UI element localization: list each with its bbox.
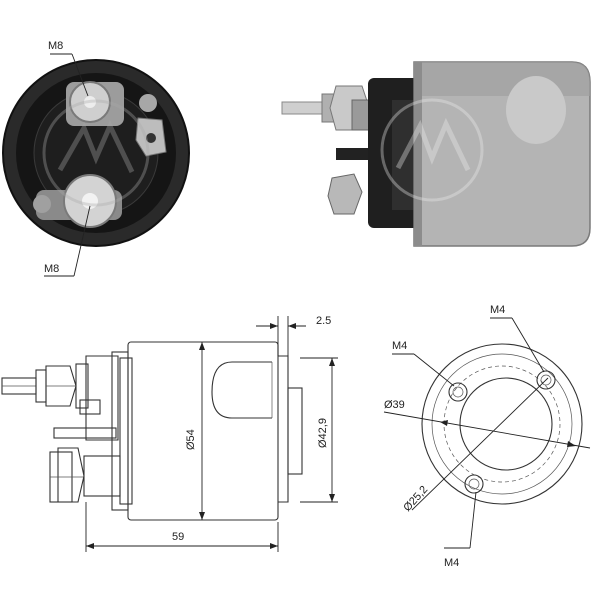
dim-cap-diameter: Ø42,9 xyxy=(317,418,329,448)
label-m4-top-left: M4 xyxy=(392,340,407,352)
photo-side-view xyxy=(281,61,591,247)
label-m4-top-right: M4 xyxy=(490,304,505,316)
watermark-logo-side xyxy=(380,98,484,202)
drawing-side-view: Ø54 Ø42,9 2.5 59 xyxy=(1,315,338,552)
dim-body-diameter: Ø54 xyxy=(185,429,197,450)
hole-top-right xyxy=(536,370,556,390)
watermark-logo xyxy=(42,99,150,207)
hole-bottom xyxy=(464,474,484,494)
photo-terminal-upper xyxy=(66,81,124,126)
dim-length: 59 xyxy=(172,531,184,543)
hole-top-left xyxy=(448,382,468,402)
drawing-end-view: Ø39 Ø25,2 M4 M4 M4 xyxy=(383,304,591,569)
label-m4-bottom: M4 xyxy=(444,557,459,569)
label-m8-top: M8 xyxy=(48,40,63,52)
dim-bolt-circle: Ø39 xyxy=(384,399,405,411)
dim-bore: Ø25,2 xyxy=(401,484,430,514)
photo-terminal-lower xyxy=(33,174,122,228)
label-m8-bottom: M8 xyxy=(44,263,59,275)
photo-tab-right xyxy=(135,94,167,157)
photo-end-view: M8 M8 xyxy=(2,40,190,277)
dim-gap: 2.5 xyxy=(316,315,331,327)
